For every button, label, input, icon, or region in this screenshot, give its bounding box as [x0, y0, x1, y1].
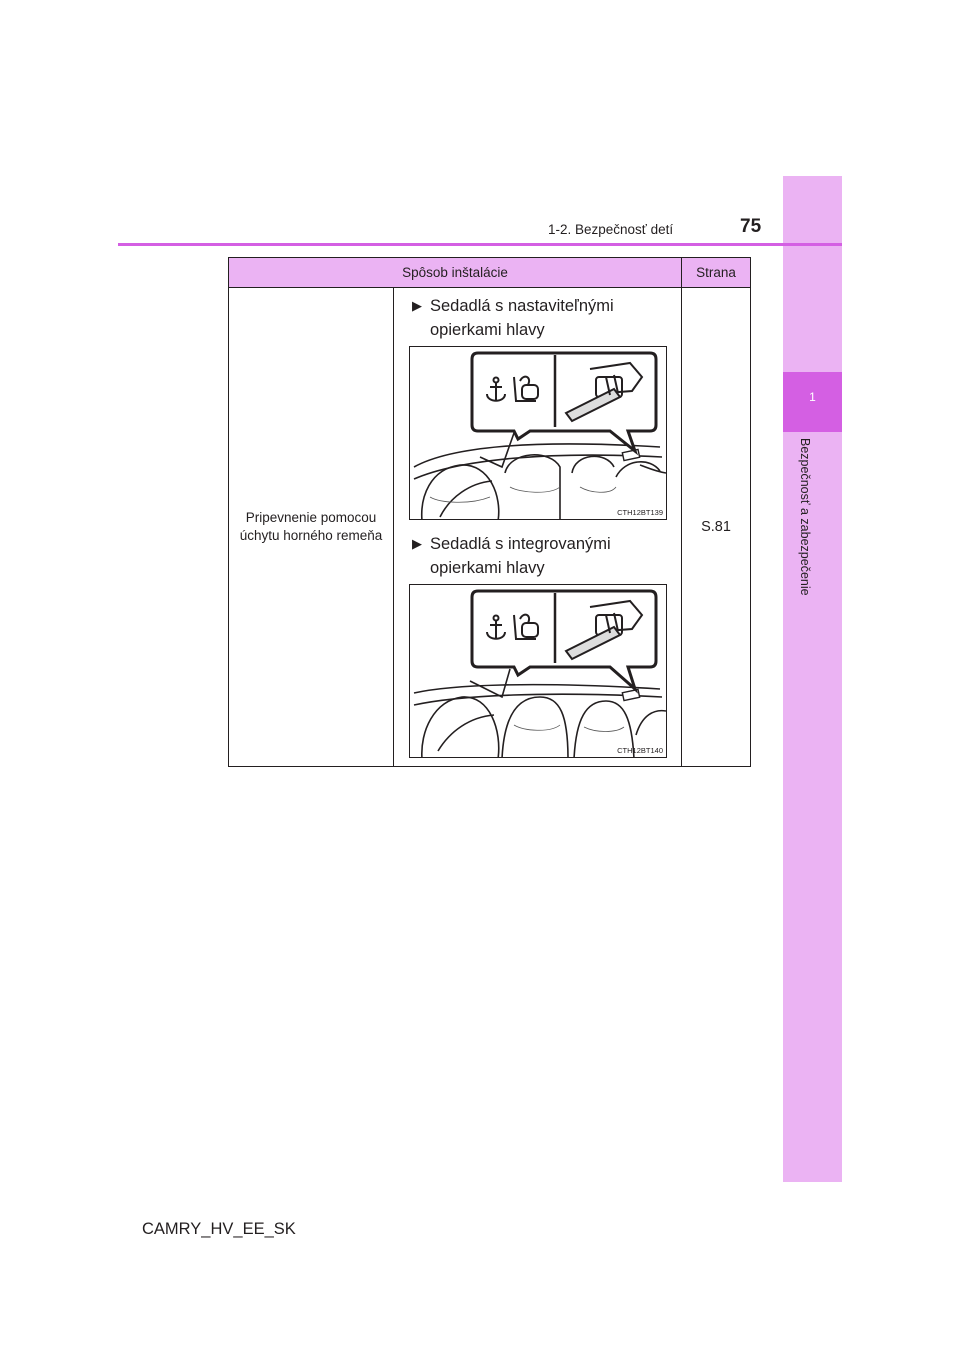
figure-integrated-headrests: CTH12BT140	[409, 584, 667, 758]
chapter-number: 1	[809, 390, 816, 404]
figure-code: CTH12BT140	[617, 746, 663, 755]
header-method: Spôsob inštalácie	[227, 257, 683, 288]
header-page: Strana	[681, 257, 752, 288]
list-item: ▶ Sedadlá s nastaviteľnými opierkami hla…	[394, 294, 681, 342]
table-header-row: Spôsob inštalácie Strana	[227, 257, 752, 288]
installation-table: Spôsob inštalácie Strana Pripevnenie pom…	[227, 257, 752, 767]
list-item: ▶ Sedadlá s integrovanými opierkami hlav…	[394, 532, 681, 580]
chapter-number-marker	[783, 372, 842, 432]
section-title: 1-2. Bezpečnosť detí	[548, 222, 674, 237]
page-ref-link[interactable]: S.81	[701, 519, 731, 535]
chapter-label: Bezpečnosť a zabezpečenie	[798, 438, 812, 596]
method-text: Pripevnenie pomocou úchytu horného remeň…	[239, 510, 383, 543]
model-code: CAMRY_HV_EE_SK	[142, 1220, 296, 1238]
triangle-bullet-icon: ▶	[412, 298, 422, 313]
page-ref-cell: S.81	[681, 287, 752, 767]
item-label: Sedadlá s integrovanými opierkami hlavy	[430, 535, 611, 577]
header-rule	[118, 243, 842, 246]
rear-seat-anchor-illustration	[413, 351, 666, 519]
items-cell: ▶ Sedadlá s nastaviteľnými opierkami hla…	[392, 287, 683, 767]
chapter-side-tab	[783, 176, 842, 1182]
item-label: Sedadlá s nastaviteľnými opierkami hlavy	[430, 297, 614, 339]
table-row: Pripevnenie pomocou úchytu horného remeň…	[228, 287, 752, 767]
method-cell: Pripevnenie pomocou úchytu horného remeň…	[228, 287, 394, 767]
triangle-bullet-icon: ▶	[412, 536, 422, 551]
figure-code: CTH12BT139	[617, 508, 663, 517]
figure-adjustable-headrests: CTH12BT139	[409, 346, 667, 520]
rear-seat-anchor-illustration	[413, 589, 666, 757]
page-number: 75	[740, 216, 762, 237]
